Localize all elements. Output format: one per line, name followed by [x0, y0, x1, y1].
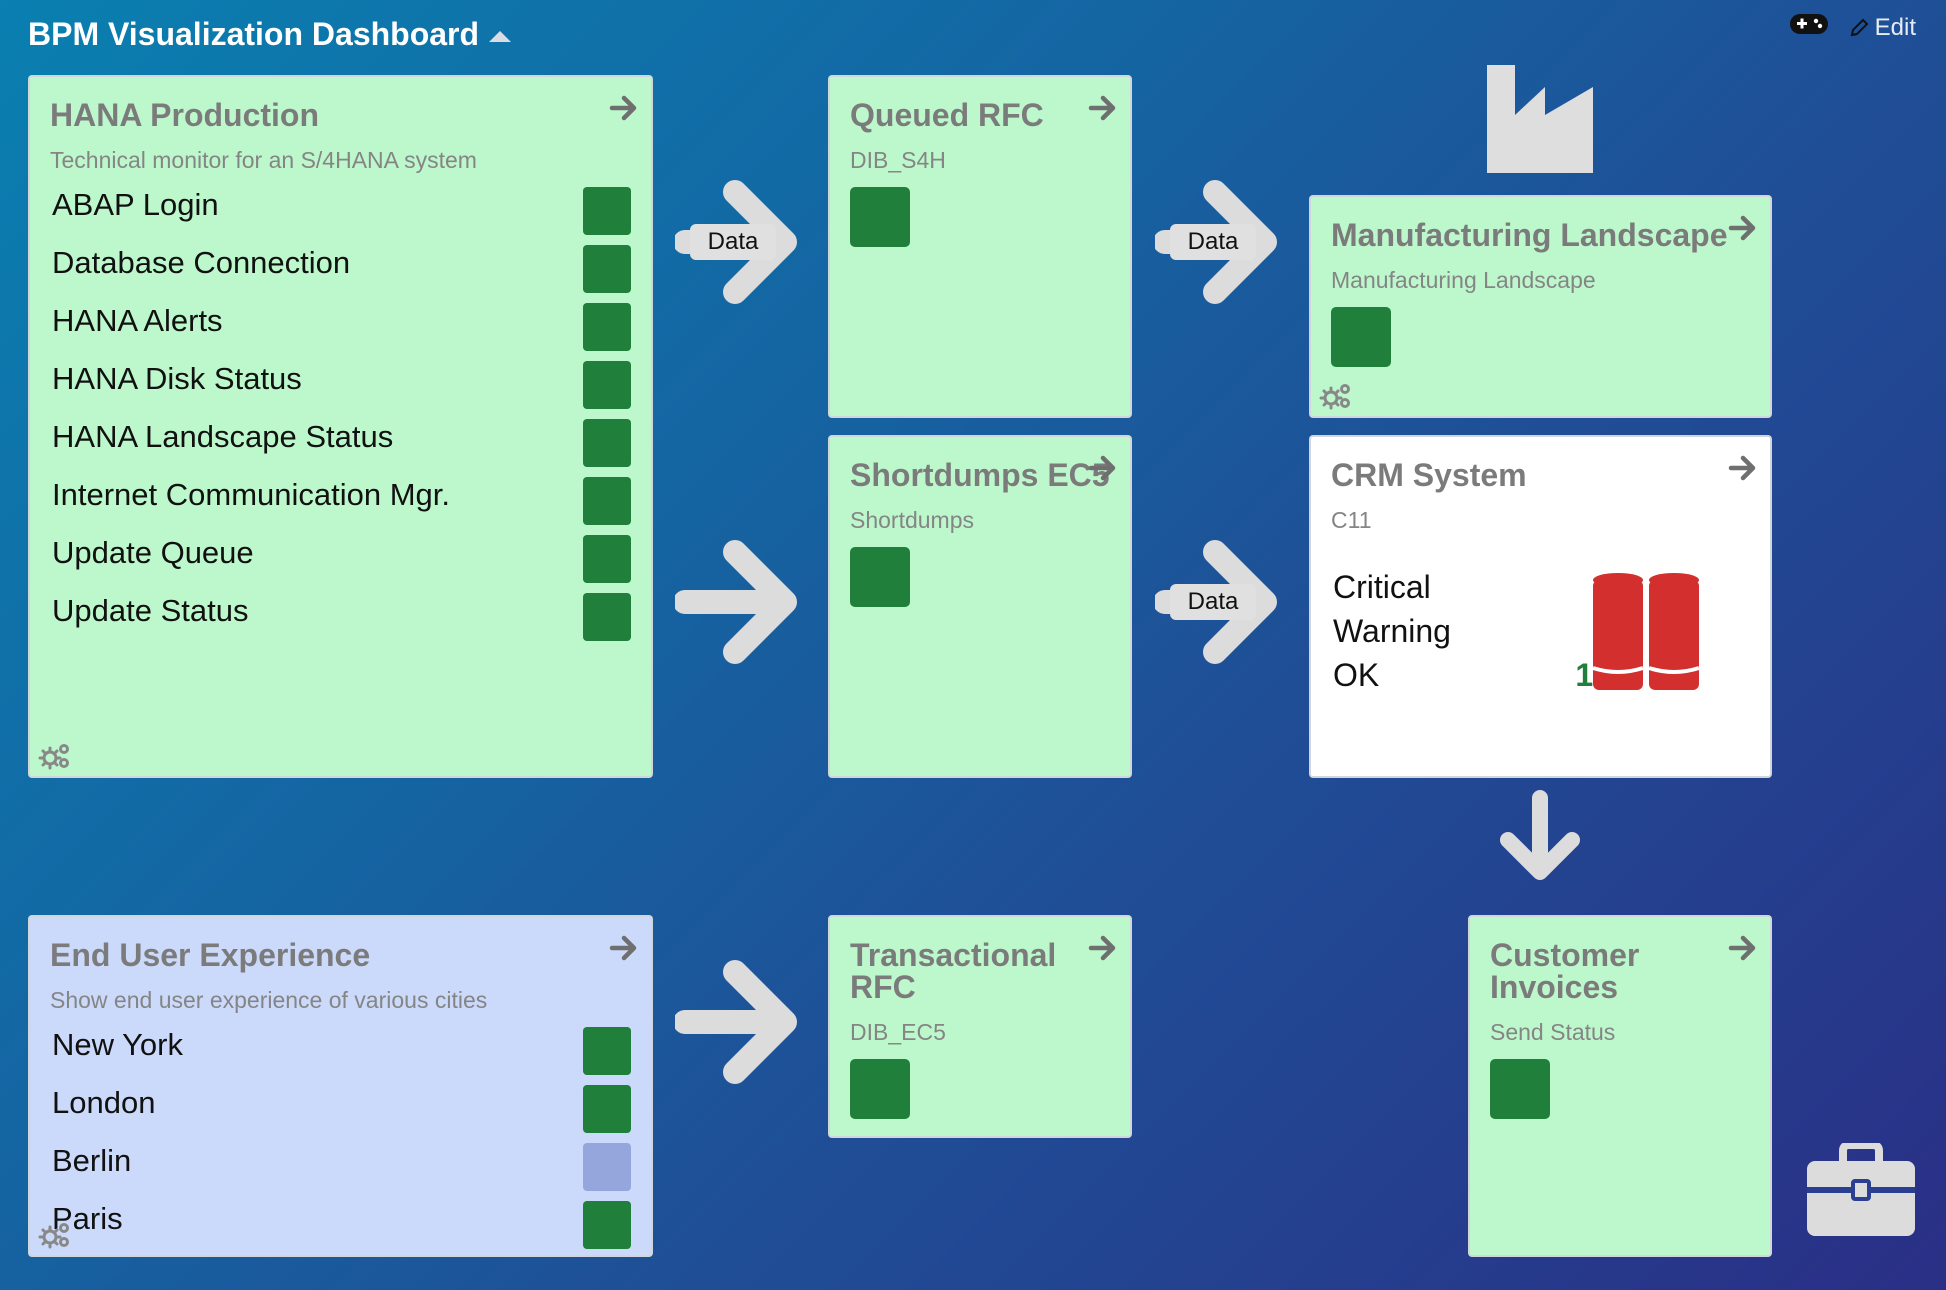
- status-indicator[interactable]: [583, 1143, 631, 1191]
- city-item[interactable]: New York: [52, 1027, 183, 1062]
- flow-arrow: [675, 532, 805, 672]
- top-toolbar: Edit: [1789, 12, 1916, 43]
- monitor-item[interactable]: Update Queue: [52, 535, 254, 570]
- crm-system-card[interactable]: CRM System C11 Critical 1 Warning 0 OK 1…: [1309, 435, 1772, 778]
- status-indicator[interactable]: [583, 419, 631, 467]
- status-indicator[interactable]: [583, 477, 631, 525]
- arrow-right-icon[interactable]: [609, 933, 639, 963]
- status-indicator[interactable]: [583, 361, 631, 409]
- status-indicator[interactable]: [583, 187, 631, 235]
- status-indicator[interactable]: [1331, 307, 1391, 367]
- card-title: Shortdumps EC5: [850, 457, 1110, 493]
- caret-up-icon: [489, 31, 512, 42]
- manufacturing-landscape-card[interactable]: Manufacturing Landscape Manufacturing La…: [1309, 195, 1772, 418]
- ok-label: OK: [1333, 657, 1380, 693]
- end-user-experience-card[interactable]: End User Experience Show end user experi…: [28, 915, 653, 1257]
- card-title: End User Experience: [50, 937, 371, 973]
- status-indicator[interactable]: [850, 187, 910, 247]
- dashboard-title[interactable]: BPM Visualization Dashboard: [28, 16, 512, 53]
- card-subtitle: Technical monitor for an S/4HANA system: [50, 147, 477, 173]
- arrow-right-icon[interactable]: [1728, 933, 1758, 963]
- card-title: Manufacturing Landscape: [1331, 217, 1728, 253]
- card-subtitle: Show end user experience of various citi…: [50, 987, 488, 1013]
- status-indicator[interactable]: [583, 1085, 631, 1133]
- gears-icon[interactable]: [1319, 380, 1353, 410]
- card-title: Transactional RFC: [850, 939, 1056, 1003]
- arrow-right-icon[interactable]: [1088, 453, 1118, 483]
- status-indicator[interactable]: [850, 547, 910, 607]
- card-subtitle: C11: [1331, 507, 1372, 533]
- monitor-item[interactable]: Database Connection: [52, 245, 351, 280]
- city-item[interactable]: Berlin: [52, 1143, 132, 1178]
- arrow-right-icon[interactable]: [1728, 213, 1758, 243]
- status-indicator[interactable]: [1490, 1059, 1550, 1119]
- monitor-item[interactable]: HANA Landscape Status: [52, 419, 394, 454]
- transactional-rfc-card[interactable]: Transactional RFC DIB_EC5: [828, 915, 1132, 1138]
- monitor-item[interactable]: HANA Alerts: [52, 303, 223, 338]
- arrow-down-icon: [1500, 790, 1580, 880]
- status-indicator[interactable]: [583, 535, 631, 583]
- shortdumps-card[interactable]: Shortdumps EC5 Shortdumps: [828, 435, 1132, 778]
- card-title-line2: RFC: [850, 969, 916, 1005]
- card-title: CRM System: [1331, 457, 1527, 493]
- card-subtitle: Send Status: [1490, 1019, 1616, 1045]
- card-title-line1: Customer: [1490, 937, 1640, 973]
- status-indicator[interactable]: [850, 1059, 910, 1119]
- monitor-item[interactable]: ABAP Login: [52, 187, 219, 222]
- monitor-item[interactable]: Internet Communication Mgr.: [52, 477, 451, 512]
- factory-icon: [1487, 65, 1593, 173]
- arrow-right-icon[interactable]: [1728, 453, 1758, 483]
- flow-arrow: [675, 952, 805, 1092]
- status-indicator[interactable]: [583, 245, 631, 293]
- card-subtitle: DIB_S4H: [850, 147, 946, 173]
- data-label: Data: [690, 224, 776, 260]
- card-title: HANA Production: [50, 97, 320, 133]
- card-subtitle: Manufacturing Landscape: [1331, 267, 1596, 293]
- warning-label: Warning: [1333, 613, 1451, 649]
- customer-invoices-card[interactable]: Customer Invoices Send Status: [1468, 915, 1772, 1257]
- dashboard-title-label: BPM Visualization Dashboard: [28, 16, 480, 52]
- edit-label: Edit: [1874, 13, 1916, 41]
- gears-icon[interactable]: [38, 740, 72, 770]
- status-indicator[interactable]: [583, 593, 631, 641]
- card-title: Queued RFC: [850, 97, 1044, 133]
- card-title-line2: Invoices: [1490, 969, 1619, 1005]
- card-subtitle: Shortdumps: [850, 507, 975, 533]
- city-item[interactable]: London: [52, 1085, 156, 1120]
- card-subtitle: DIB_EC5: [850, 1019, 946, 1045]
- gears-icon[interactable]: [38, 1219, 72, 1249]
- card-title-line1: Transactional: [850, 937, 1057, 973]
- critical-label: Critical: [1333, 569, 1431, 605]
- card-title: Customer Invoices: [1490, 939, 1639, 1003]
- arrow-right-icon[interactable]: [609, 93, 639, 123]
- status-indicator[interactable]: [583, 1201, 631, 1249]
- arrow-right-icon[interactable]: [1088, 93, 1118, 123]
- edit-button[interactable]: Edit: [1849, 14, 1916, 42]
- pencil-icon: [1850, 18, 1869, 36]
- gamepad-icon[interactable]: [1789, 12, 1829, 43]
- monitor-item[interactable]: Update Status: [52, 593, 249, 628]
- data-label: Data: [1170, 224, 1256, 260]
- arrow-right-icon[interactable]: [1088, 933, 1118, 963]
- data-label: Data: [1170, 584, 1256, 620]
- monitor-item[interactable]: HANA Disk Status: [52, 361, 302, 396]
- hana-production-card[interactable]: HANA Production Technical monitor for an…: [28, 75, 653, 778]
- queued-rfc-card[interactable]: Queued RFC DIB_S4H: [828, 75, 1132, 418]
- status-indicator[interactable]: [583, 1027, 631, 1075]
- status-indicator[interactable]: [583, 303, 631, 351]
- database-icon: [1592, 573, 1700, 690]
- briefcase-icon: [1807, 1143, 1915, 1236]
